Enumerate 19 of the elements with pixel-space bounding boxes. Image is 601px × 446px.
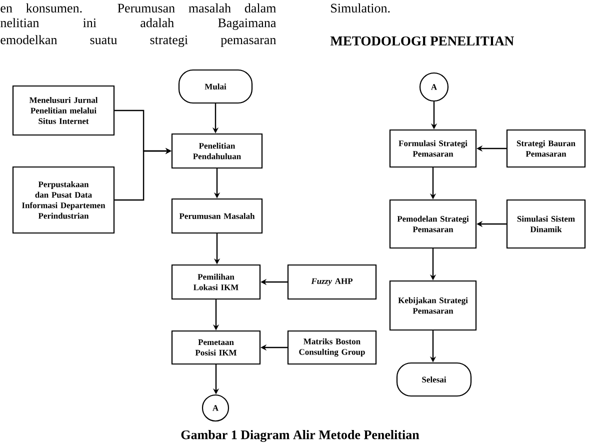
process-box: Matriks Boston Consulting Group bbox=[287, 330, 377, 365]
process-box: Kebijakan Strategi Pemasaran bbox=[389, 280, 477, 331]
body-text-line: Simulation. bbox=[331, 3, 390, 13]
body-text-line: nelitian ini adalah Bagaimana bbox=[0, 18, 276, 30]
body-text-line: emodelkan suatu strategi pemasaran bbox=[0, 35, 276, 47]
process-box: Fuzzy AHP bbox=[287, 264, 377, 300]
process-box: Perpustakaan dan Pusat Data Informasi Departemen Perindustrian bbox=[12, 166, 115, 234]
process-box: Pemodelan Strategi Pemasaran bbox=[389, 199, 477, 249]
process-box: Formulasi Strategi Pemasaran bbox=[389, 129, 477, 168]
process-box: Strategi Bauran Pemasaran bbox=[506, 129, 586, 168]
process-box: Perumusan Masalah bbox=[171, 198, 263, 234]
figure-caption: Gambar 1 Diagram Alir Metode Penelitian bbox=[181, 430, 420, 442]
process-box: Pemetaan Posisi IKM bbox=[171, 330, 261, 365]
process-box: Pemilihan Lokasi IKM bbox=[171, 264, 261, 300]
process-box: Menelusuri Jurnal Penelitian melalui Situs Internet bbox=[12, 85, 115, 136]
process-box: Penelitian Pendahuluan bbox=[171, 133, 263, 169]
section-heading: METODOLOGI PENELITIAN bbox=[330, 36, 514, 46]
process-box: Simulasi Sistem Dinamik bbox=[506, 199, 586, 249]
body-text-line: en konsumen. Perumusan masalah dalam bbox=[0, 3, 276, 13]
